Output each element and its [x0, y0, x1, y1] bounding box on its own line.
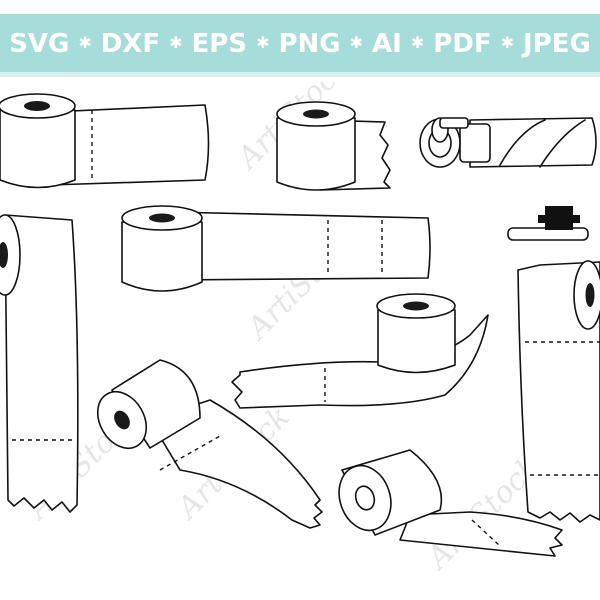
star-separator-icon: ✱ [78, 32, 92, 52]
format-label: PDF [433, 29, 492, 59]
star-separator-icon: ✱ [169, 32, 183, 52]
format-list: SVG ✱ DXF ✱ EPS ✱ PNG ✱ AI ✱ PDF ✱ JPEG [0, 20, 600, 68]
roll-bottom-left [96, 359, 323, 529]
star-separator-icon: ✱ [410, 32, 425, 52]
roll-center-wavy [231, 293, 489, 409]
banner-edge [0, 72, 600, 77]
roll-center-strip [121, 205, 431, 292]
format-label: SVG [9, 29, 70, 59]
roll-wall-holder [419, 117, 597, 168]
format-label: PNG [278, 29, 341, 59]
star-separator-icon: ✱ [500, 32, 515, 52]
format-banner: SVG ✱ DXF ✱ EPS ✱ PNG ✱ AI ✱ PDF ✱ JPEG [0, 0, 600, 82]
roll-right-hanging [507, 206, 600, 523]
banner-bar [0, 14, 600, 72]
format-label: EPS [191, 29, 248, 59]
roll-bottom-right [338, 449, 563, 557]
format-label: DXF [100, 29, 161, 59]
roll-left-hanging [0, 214, 79, 513]
format-label: AI [372, 29, 402, 59]
roll-top-center [276, 101, 391, 191]
star-separator-icon: ✱ [256, 32, 270, 52]
format-label: JPEG [523, 29, 591, 59]
roll-top-left [0, 93, 210, 189]
star-separator-icon: ✱ [349, 32, 364, 52]
